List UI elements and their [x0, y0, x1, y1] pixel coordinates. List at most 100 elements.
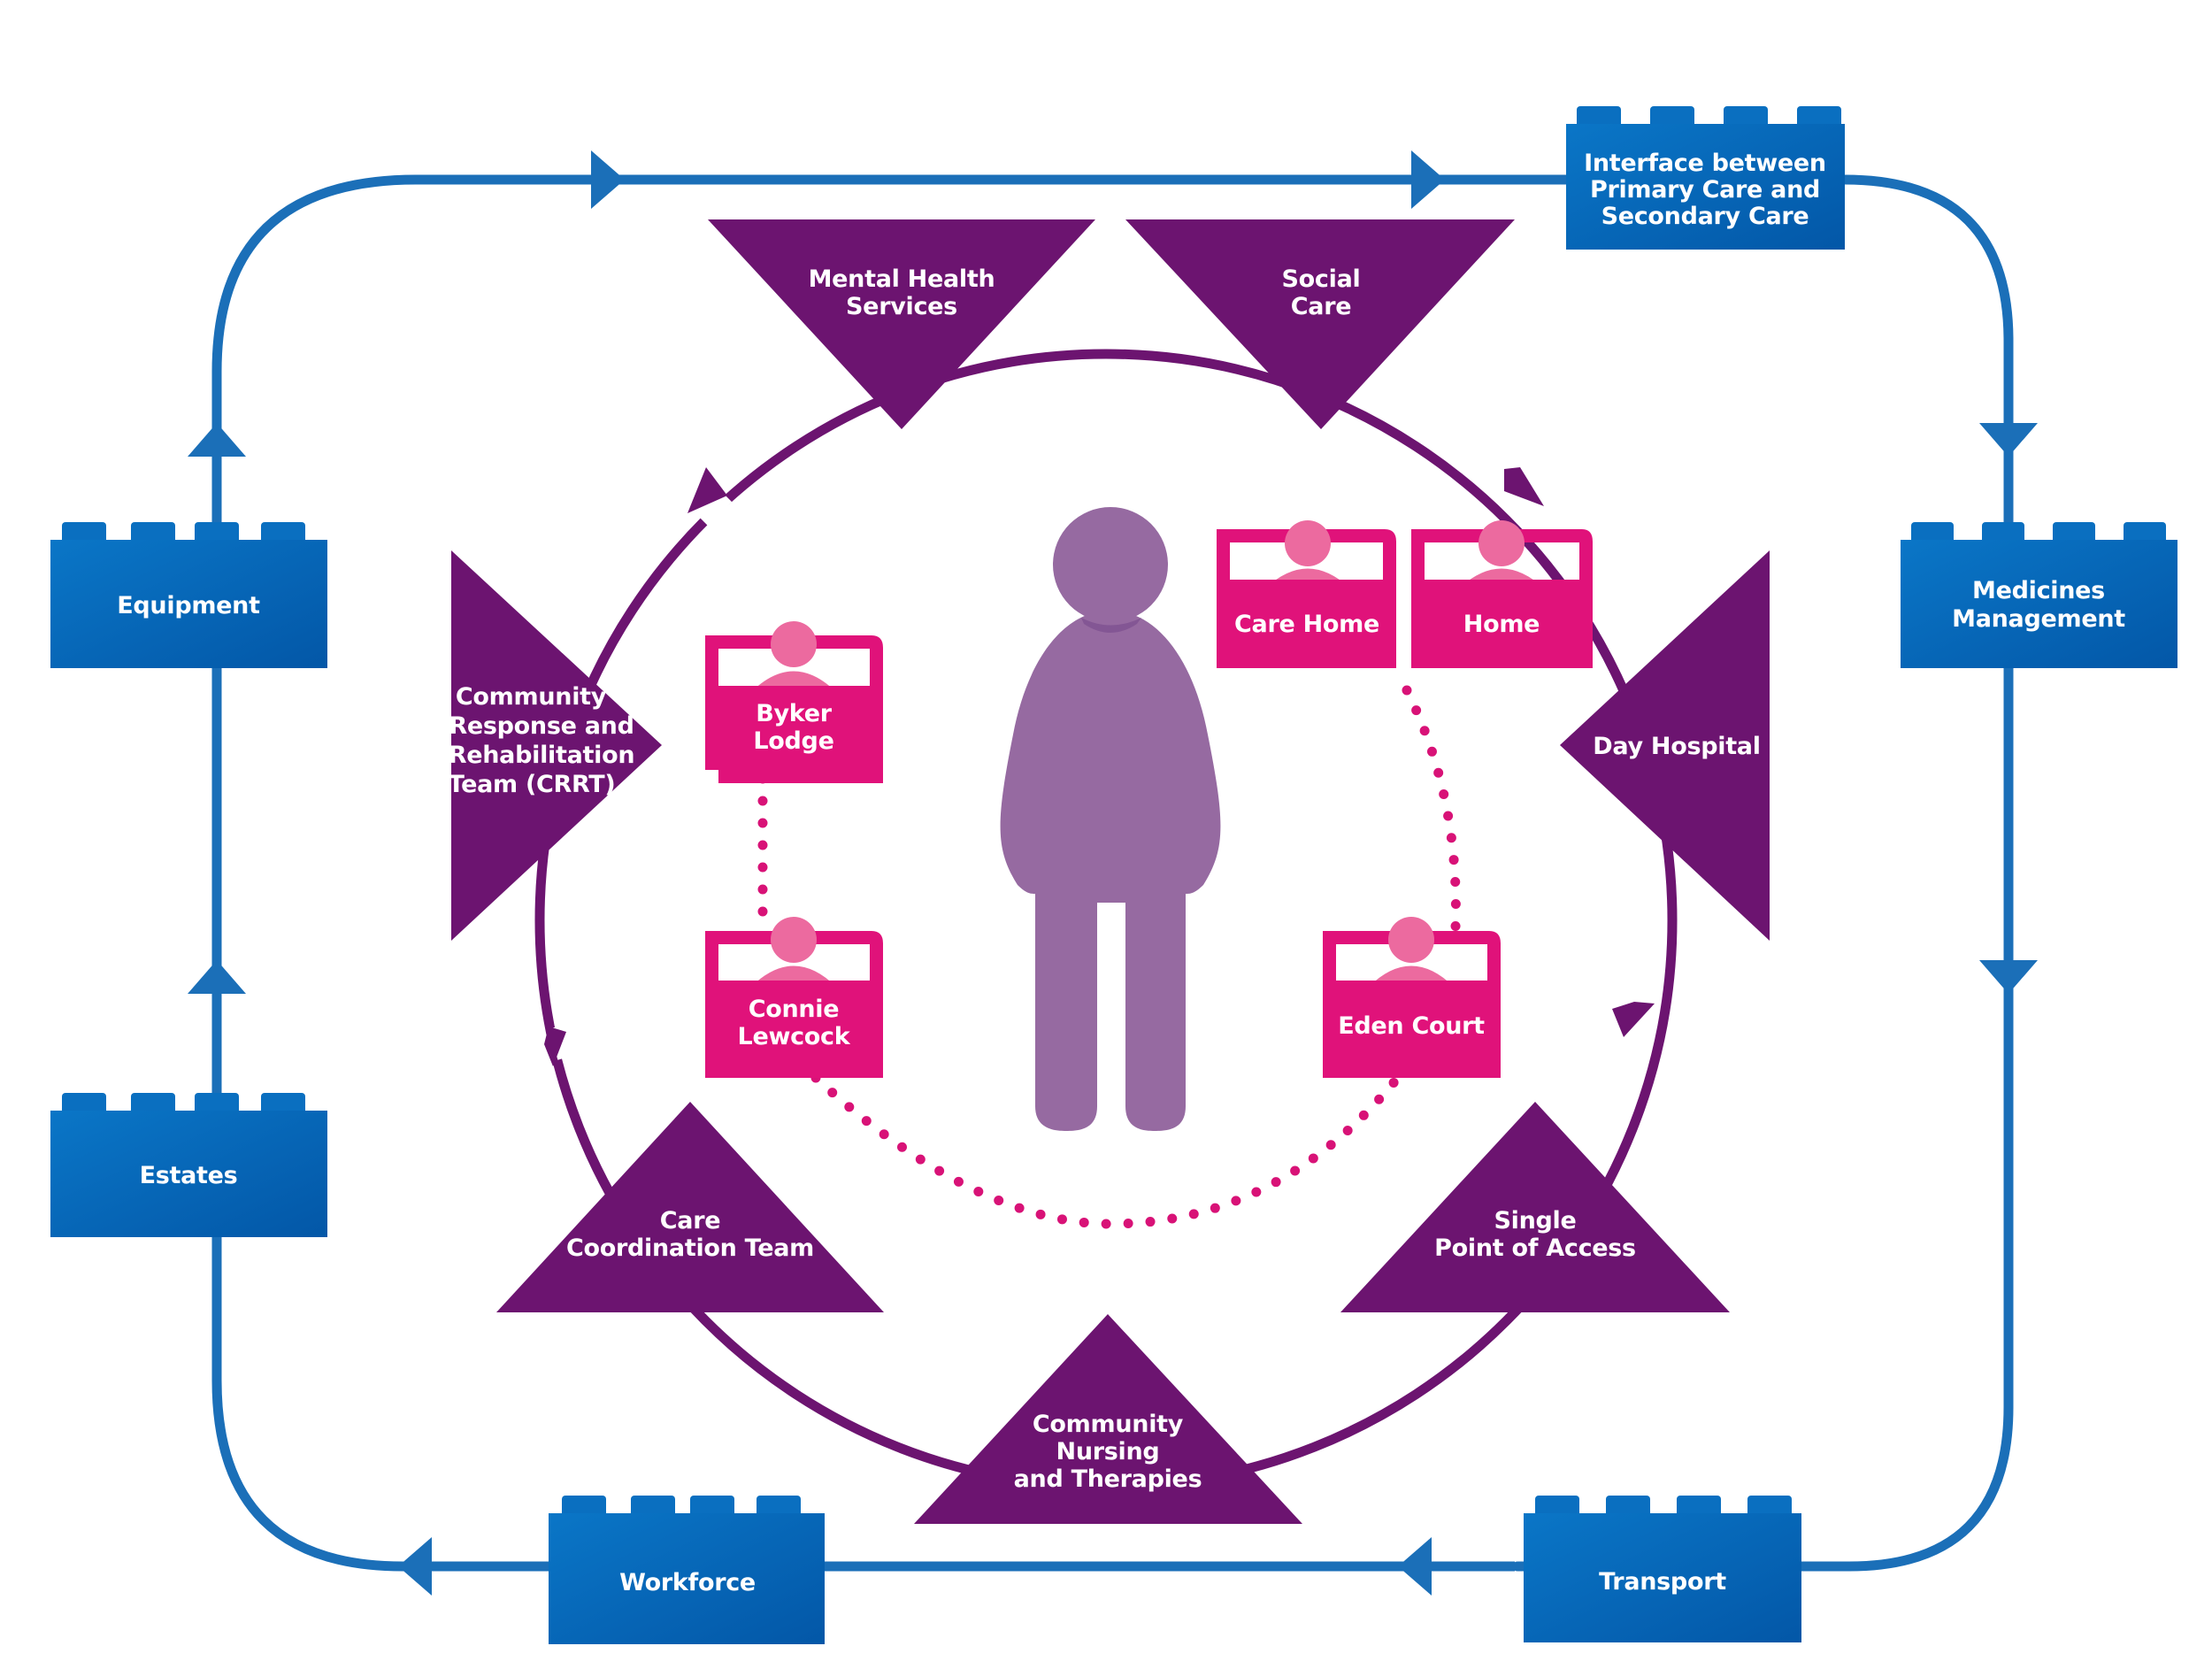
service-label: Day Hospital [1593, 733, 1760, 760]
block-stud [131, 522, 175, 543]
outer-block-transport: Transport [1524, 1496, 1801, 1642]
bed-label: Lodge [753, 727, 833, 755]
bed-frame [705, 981, 883, 1078]
outer-loop-path [1512, 174, 2014, 1572]
block-stud [757, 1496, 801, 1517]
block-stud [562, 1496, 606, 1517]
block-stud [2124, 522, 2166, 543]
bed-home: Home [1411, 520, 1593, 668]
outer-loop [188, 150, 2038, 1596]
block-stud [1650, 106, 1694, 127]
bed-label: Home [1463, 611, 1540, 638]
arrowhead-icon [1398, 1537, 1432, 1596]
service-triangle [1560, 550, 1770, 941]
bed-label: Connie [749, 996, 840, 1023]
bed-person-head [771, 621, 817, 667]
person-head [1053, 507, 1168, 622]
bed-frame [1217, 580, 1396, 668]
block-body [1566, 124, 1845, 250]
bed-care-home: Care Home [1217, 520, 1396, 668]
person-icon [1000, 507, 1221, 1131]
block-stud [1606, 1496, 1650, 1517]
block-label: Workforce [619, 1569, 756, 1596]
block-stud [1535, 1496, 1579, 1517]
block-stud [1747, 1496, 1792, 1517]
bed-person-head [771, 917, 817, 963]
service-label: Team (CRRT) [449, 771, 616, 798]
block-label: Primary Care and [1590, 176, 1820, 204]
block-stud [62, 522, 106, 543]
block-body [50, 1111, 327, 1237]
service-label: Community [1033, 1411, 1184, 1438]
bed-person-head [1285, 520, 1331, 566]
block-body [50, 540, 327, 668]
service-triangle [1125, 219, 1515, 429]
outer-block-workforce: Workforce [549, 1496, 825, 1644]
bed-byker-lodge: Byker Lodge [705, 621, 883, 783]
service-label: and Therapies [1014, 1465, 1202, 1493]
arrowhead-icon [398, 1537, 432, 1596]
block-body [1901, 540, 2177, 668]
arrowhead-icon [687, 467, 727, 513]
bed-connie-lewcock: Connie Lewcock [705, 917, 883, 1078]
outer-block-interface: Interface between Primary Care and Secon… [1566, 106, 1845, 250]
bed-eden-court: Eden Court [1323, 917, 1501, 1078]
bed-headboard [705, 931, 883, 982]
outer-loop-left [211, 1225, 554, 1572]
person-neck [1081, 618, 1141, 633]
block-stud [62, 1093, 106, 1114]
outer-block-medicines: Medicines Management [1901, 522, 2177, 668]
service-label: Response and [449, 712, 634, 740]
block-stud [195, 1093, 239, 1114]
outer-block-estates: Estates [50, 1093, 327, 1237]
outer-loop-top [211, 174, 1580, 527]
arrowhead-icon [1504, 467, 1544, 506]
block-label: Management [1952, 605, 2125, 633]
service-care-coordination: Care Coordination Team [496, 1102, 884, 1312]
bed-label: Care Home [1234, 611, 1379, 638]
block-stud [631, 1496, 675, 1517]
block-stud [1982, 522, 2024, 543]
block-stud [1577, 106, 1621, 127]
service-label: Care [660, 1207, 720, 1234]
service-label: Mental Health [809, 265, 995, 293]
arrowhead-icon [188, 960, 246, 994]
service-label: Nursing [1056, 1438, 1160, 1465]
block-label: Equipment [117, 592, 260, 619]
bed-label: Byker [756, 700, 833, 727]
service-label: Social [1282, 265, 1361, 293]
block-label: Interface between [1584, 150, 1826, 177]
service-label: Coordination Team [566, 1234, 814, 1262]
block-stud [690, 1496, 734, 1517]
service-label: Point of Access [1434, 1234, 1636, 1262]
inner-loop-gap [695, 488, 733, 527]
arrowhead-icon [1979, 960, 2038, 994]
service-triangle [708, 219, 1095, 429]
block-stud [2053, 522, 2095, 543]
bed-frame [705, 686, 883, 783]
block-body [549, 1513, 825, 1644]
bed-person-head [1479, 520, 1525, 566]
service-triangle [1340, 1102, 1730, 1312]
block-label: Secondary Care [1601, 203, 1809, 230]
bed-headboard [1323, 931, 1501, 982]
service-crrt: Community Response and Rehabilitation Te… [449, 550, 662, 941]
service-social-care: Social Care [1125, 219, 1515, 429]
bed-label: Eden Court [1338, 1012, 1485, 1040]
arrowhead-icon [591, 150, 625, 209]
bed-frame [1323, 981, 1501, 1078]
block-stud [1911, 522, 1954, 543]
service-mental-health: Mental Health Services [708, 219, 1095, 429]
arrowhead-icon [544, 1027, 566, 1066]
dotted-path [1402, 685, 1461, 933]
block-stud [261, 522, 305, 543]
bed-headboard [705, 635, 883, 686]
service-triangle [914, 1314, 1302, 1524]
service-community-nursing: Community Nursing and Therapies [914, 1314, 1302, 1524]
person-body [1000, 611, 1221, 1131]
block-stud [1677, 1496, 1721, 1517]
service-triangle [451, 550, 662, 941]
service-label: Services [846, 293, 957, 320]
bed-frame [1411, 580, 1593, 668]
